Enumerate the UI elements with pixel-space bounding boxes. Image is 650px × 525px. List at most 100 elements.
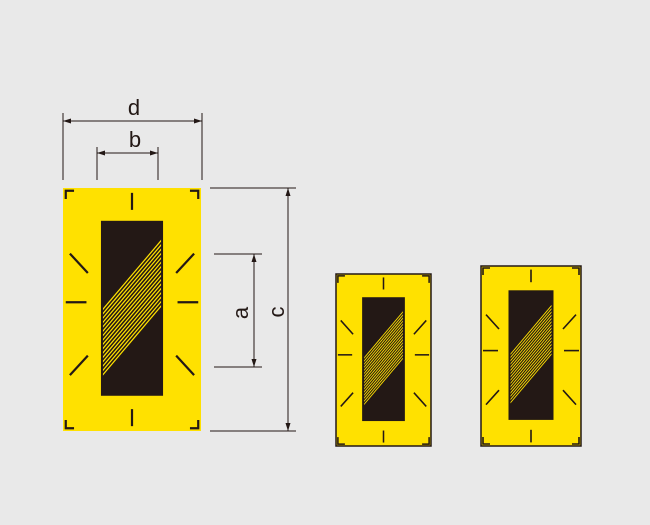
arrow-a-bottom: [251, 359, 257, 367]
gauge-hatch: [510, 304, 552, 404]
gauge-hatch-line: [510, 343, 552, 394]
gauge-hatch-line: [364, 354, 403, 402]
arrow-b-left: [97, 150, 105, 156]
arrow-d-right: [194, 118, 202, 124]
gauge-hatch-line: [102, 252, 162, 324]
gauge-hatch-line: [364, 357, 403, 405]
gauge-hatch-line: [510, 327, 552, 378]
gauge-hatch-line: [510, 317, 552, 368]
gauge-hatch-line: [364, 317, 403, 365]
gauge-corner-tl: [337, 275, 345, 283]
gauge-hatch-line: [102, 278, 162, 350]
gauge-mark-diag-tl: [340, 319, 354, 335]
gauge-hatch-line: [102, 239, 162, 311]
gauge-hatch-line: [102, 274, 162, 346]
dim-label-c: c: [264, 307, 289, 318]
gauge-corner-bl: [64, 419, 75, 430]
gauge-hatch-line: [364, 311, 403, 359]
gauge-mark-diag-bl: [340, 392, 354, 407]
gauge-corner-tr: [189, 189, 200, 200]
gauge-corner-bl: [482, 437, 490, 445]
gauge-hatch-line: [102, 292, 162, 363]
gauge-hatch-line: [102, 244, 162, 315]
gauges: [63, 188, 582, 447]
gauge-hatch-line: [102, 265, 162, 337]
gauge-corner-tr: [572, 267, 580, 275]
gauge-hatch-line: [102, 261, 162, 332]
gauge-hatch-line: [510, 346, 552, 397]
gauge-mark-diag-bl: [485, 389, 500, 406]
gauge-hatch-line: [364, 342, 403, 390]
gauge-hatch-line: [510, 340, 552, 391]
gauge-hatch-line: [364, 345, 403, 393]
gauge-grid: [100, 220, 164, 396]
gauge-corner-marks: [482, 267, 580, 445]
dim-label-b: b: [129, 127, 141, 152]
arrow-a-top: [251, 254, 257, 262]
gauge-hatch-line: [510, 314, 552, 365]
gauge-mark-diag-tl: [485, 314, 500, 330]
gauge-hatch-line: [510, 324, 552, 375]
gauge-corner-br: [189, 419, 200, 430]
gauge-corner-marks: [64, 189, 200, 430]
gauge-hatch-line: [510, 308, 552, 359]
dimension-arrowheads: [63, 118, 291, 431]
gauge-hatch-line: [510, 353, 552, 404]
gauge-hatch-line: [102, 300, 162, 372]
gauge-mark-diag-tr: [413, 319, 427, 335]
gauge-hatch-line: [510, 311, 552, 362]
arrow-b-right: [150, 150, 158, 156]
gauge-mark-diag-br: [175, 354, 195, 376]
gauge-small-right: [480, 265, 582, 447]
gauge-hatch-line: [364, 348, 403, 396]
gauge-large: [63, 188, 201, 431]
gauge-mark-diag-br: [562, 389, 577, 406]
gauge-hatch: [102, 239, 162, 376]
arrow-c-top: [285, 188, 291, 196]
arrow-d-left: [63, 118, 71, 124]
gauge-hatch: [364, 311, 403, 405]
gauge-corner-bl: [337, 437, 345, 445]
gauge-hatch-line: [364, 323, 403, 371]
gauge-hatch-line: [102, 248, 162, 319]
gauge-hatch-line: [102, 287, 162, 359]
gauge-hatch-line: [364, 351, 403, 399]
gauge-corner-br: [572, 437, 580, 445]
gauge-hatch-line: [510, 304, 552, 355]
gauge-corner-tl: [482, 267, 490, 275]
gauge-corner-br: [422, 437, 430, 445]
gauge-hatch-line: [102, 270, 162, 341]
gauge-hatch-line: [510, 334, 552, 384]
gauge-hatch-line: [102, 257, 162, 328]
gauge-hatch-line: [364, 335, 403, 384]
gauge-hatch-line: [102, 296, 162, 367]
dim-label-a: a: [228, 306, 253, 319]
gauge-mark-diag-tr: [175, 252, 195, 274]
gauge-marks: [65, 192, 199, 427]
gauge-mark-diag-bl: [69, 354, 89, 376]
gauge-hatch-line: [510, 350, 552, 401]
gauge-mark-diag-br: [413, 392, 427, 407]
gauge-marks: [337, 277, 430, 443]
gauge-hatch-line: [102, 283, 162, 354]
gauge-hatch-line: [364, 332, 403, 381]
gauge-hatch-line: [510, 330, 552, 381]
dim-label-d: d: [128, 95, 140, 120]
gauge-corner-tl: [64, 189, 75, 200]
arrow-c-bottom: [285, 423, 291, 431]
gauge-small-left: [335, 273, 432, 447]
gauge-hatch-line: [364, 326, 403, 375]
gauge-hatch-line: [364, 339, 403, 387]
gauge-mark-diag-tr: [562, 314, 577, 330]
gauge-mark-diag-tl: [69, 252, 89, 274]
gauge-hatch-line: [364, 329, 403, 378]
gauge-hatch-line: [102, 305, 162, 376]
gauge-hatch-line: [364, 320, 403, 368]
gauge-hatch-line: [510, 321, 552, 372]
gauge-hatch-line: [510, 337, 552, 388]
gauge-hatch-line: [364, 314, 403, 362]
gauge-corner-marks: [337, 275, 430, 445]
gauge-marks: [483, 269, 579, 443]
gauge-corner-tr: [422, 275, 430, 283]
